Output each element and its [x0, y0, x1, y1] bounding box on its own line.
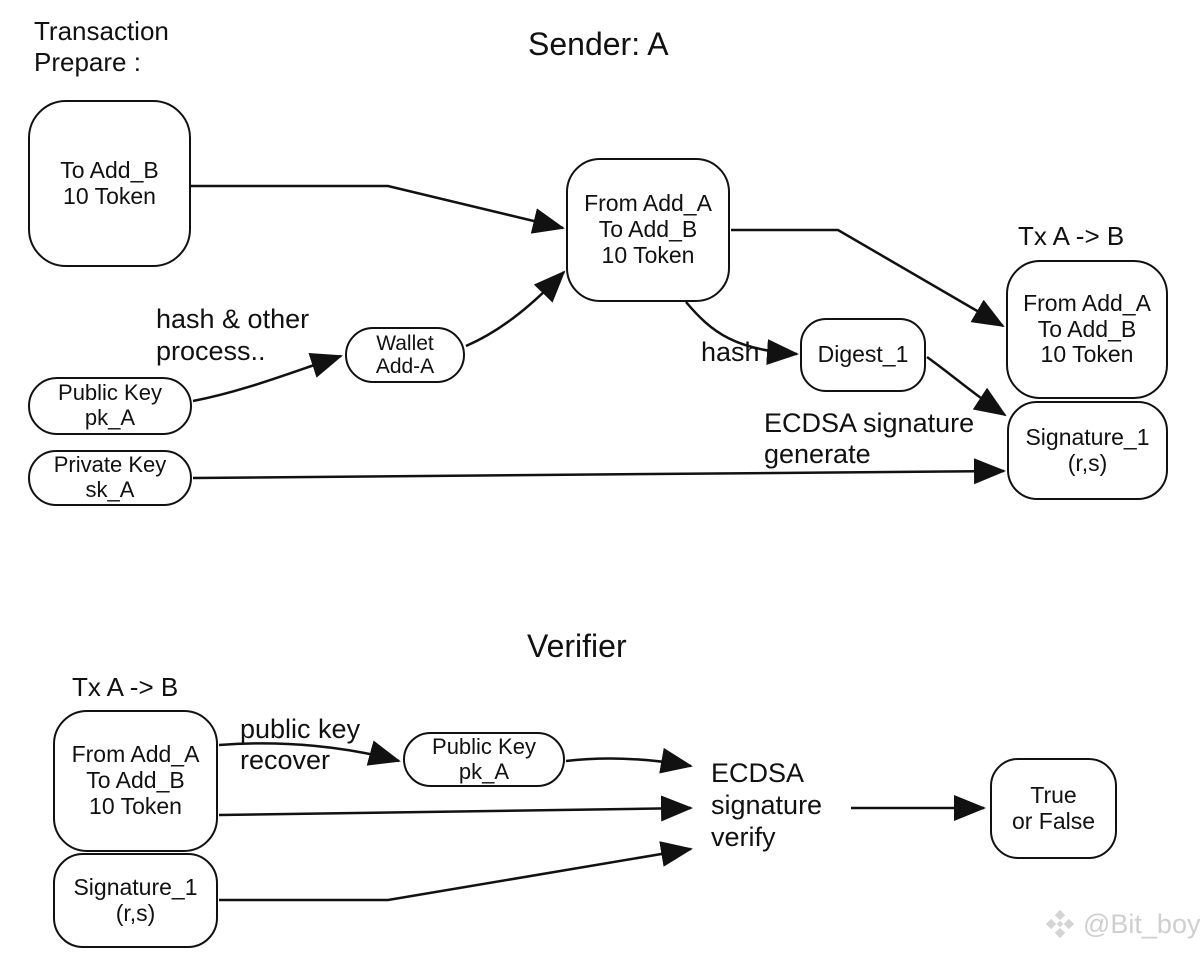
- ecdsa-verify-annotation: ECDSA signature verify: [711, 758, 823, 852]
- sender-public-key-node: Public Key pk_A: [28, 377, 192, 435]
- watermark-handle: @Bit_boy: [1083, 908, 1200, 939]
- edge-unsigned-tx-to-signed-tx: [731, 228, 1005, 328]
- wallet-address-node: Wallet Add-A: [345, 327, 465, 383]
- edge-pubkey-to-wallet: [192, 352, 343, 403]
- edge-vtx-to-recovered-pubkey: [218, 740, 401, 766]
- signature-node: Signature_1 (r,s): [1007, 401, 1168, 500]
- transaction-prepare-label: Transaction Prepare :: [34, 16, 169, 77]
- verifier-tx-header: Tx A -> B: [72, 672, 179, 702]
- verifier-transaction-node: From Add_A To Add_B 10 Token: [53, 710, 218, 852]
- edge-wallet-to-unsigned-tx: [465, 270, 566, 348]
- draft-transaction-node: To Add_B 10 Token: [28, 100, 191, 267]
- sender-section-title: Sender: A: [528, 26, 669, 62]
- signed-tx-header: Tx A -> B: [1018, 221, 1125, 251]
- hash-annotation: hash: [701, 337, 760, 367]
- hash-process-annotation: hash & other process..: [156, 304, 310, 367]
- edge-vsignature-to-verify: [219, 841, 693, 902]
- verifier-section-title: Verifier: [527, 628, 627, 664]
- unsigned-transaction-node: From Add_A To Add_B 10 Token: [566, 158, 730, 302]
- signed-transaction-node: From Add_A To Add_B 10 Token: [1006, 260, 1168, 399]
- edge-digest-to-signature: [926, 355, 1007, 417]
- digest-node: Digest_1: [800, 318, 926, 392]
- edge-draft-to-unsigned-tx: [191, 184, 565, 234]
- edge-recovered-pubkey-to-verify: [565, 747, 693, 774]
- verify-result-node: True or False: [990, 758, 1117, 859]
- edge-vtx-to-verify: [218, 795, 693, 822]
- sender-private-key-node: Private Key sk_A: [28, 450, 192, 506]
- edge-unsigned-tx-to-digest: [685, 301, 799, 366]
- ecdsa-generate-annotation: ECDSA signature generate: [764, 408, 975, 470]
- public-key-recover-annotation: public key recover: [240, 714, 361, 776]
- recovered-public-key-node: Public Key pk_A: [403, 732, 565, 787]
- verifier-signature-node: Signature_1 (r,s): [53, 853, 218, 948]
- binance-diamond-icon: [1044, 908, 1076, 940]
- watermark: @Bit_boy: [1044, 908, 1200, 940]
- edge-privkey-to-signature: [192, 458, 1006, 485]
